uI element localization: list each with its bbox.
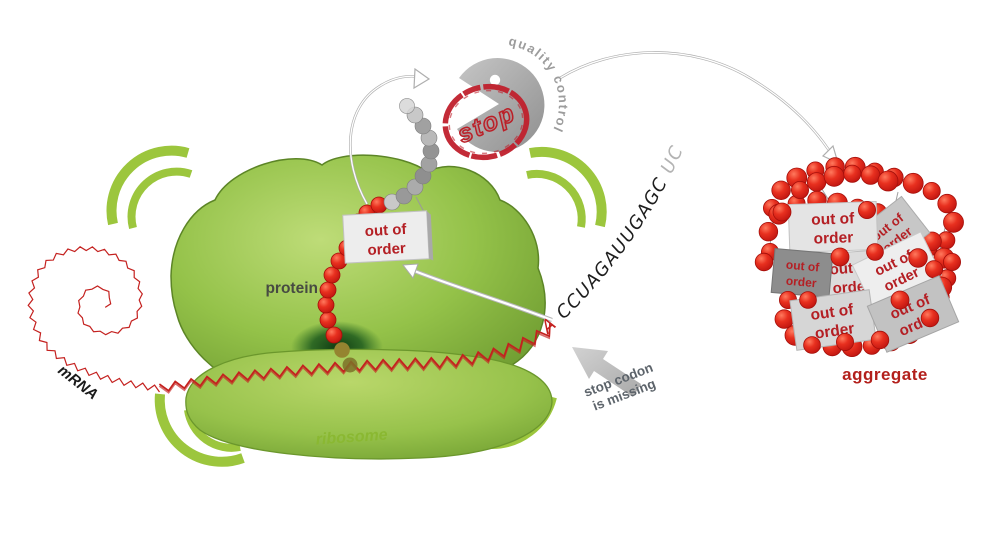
tag-card-edge bbox=[426, 210, 434, 261]
sequence-main: CCUAGAUUGAGC bbox=[552, 174, 672, 324]
aggregate-bead bbox=[771, 180, 791, 201]
aggregate-label: aggregate bbox=[842, 365, 928, 384]
aggregate-bead bbox=[877, 170, 899, 192]
stop-stamp-ring-inner bbox=[448, 89, 524, 155]
aggregate-bead bbox=[774, 309, 795, 329]
tag-card bbox=[770, 248, 834, 298]
protein-label: protein bbox=[265, 280, 318, 297]
tag-text-line1: out of bbox=[811, 210, 855, 229]
arrow-to-tag bbox=[402, 263, 553, 322]
mrna-strand bbox=[27, 246, 551, 394]
arrow-to-quality-control bbox=[349, 67, 431, 205]
aggregate-bead bbox=[943, 211, 964, 233]
tag-text-line2: order bbox=[785, 274, 817, 291]
ribosome-label: ribosome bbox=[315, 427, 388, 449]
aggregate-bead bbox=[758, 221, 779, 242]
protein-bead bbox=[342, 357, 358, 373]
arrowhead bbox=[413, 67, 431, 90]
stop-stamp-ring bbox=[442, 83, 530, 161]
arrowhead bbox=[402, 263, 419, 280]
aggregate-bead bbox=[791, 180, 810, 199]
stop-codon-arrow bbox=[572, 347, 641, 397]
aggregate-bead bbox=[937, 193, 957, 214]
aggregate-bead bbox=[922, 181, 941, 200]
aggregate-tag-4: out of order bbox=[770, 248, 834, 298]
aggregate-group: out of order out of order out of order o… bbox=[754, 156, 964, 384]
vibration-arc-top-right-outer bbox=[529, 146, 607, 228]
mrna-label: mRNA bbox=[55, 362, 102, 404]
aggregate-bead bbox=[925, 260, 944, 279]
protein-bead bbox=[319, 281, 337, 299]
aggregate-bead bbox=[860, 165, 881, 185]
protein-bead bbox=[319, 311, 337, 329]
vibration-arc-bottom-left-outer bbox=[154, 393, 245, 467]
protein-bead bbox=[323, 266, 341, 284]
mrna-spiral bbox=[27, 246, 160, 393]
vibration-arc-top-left-outer bbox=[106, 145, 190, 226]
tag-text-line1: out of bbox=[809, 301, 855, 324]
aggregate-bead bbox=[908, 248, 928, 268]
tag-card bbox=[866, 275, 960, 353]
vibration-arc-top-left-inner bbox=[127, 167, 193, 230]
aggregate-bead bbox=[843, 164, 862, 183]
nascent-gray-bead bbox=[399, 98, 415, 114]
aggregate-bead bbox=[823, 165, 845, 187]
protein-bead bbox=[334, 342, 350, 358]
arrow-to-aggregate bbox=[559, 51, 839, 165]
tag-text-line1: out of bbox=[364, 221, 407, 240]
pacman-eye bbox=[489, 74, 501, 86]
aggregate-tag-1: out of order bbox=[787, 200, 879, 254]
out-of-order-tag: out of order bbox=[342, 210, 434, 264]
protein-bead bbox=[325, 326, 343, 344]
pacman-body bbox=[457, 58, 545, 153]
tag-text-line1: out of bbox=[785, 258, 820, 275]
mrna-sequence: A CCUAGAUUGAGC UC bbox=[537, 142, 689, 339]
sequence-fading: UC bbox=[657, 142, 688, 177]
tag-text-line2: order bbox=[367, 240, 406, 259]
vibration-arc-top-right-inner bbox=[526, 169, 586, 228]
tag-string bbox=[415, 196, 425, 213]
nascent-gray-bead bbox=[395, 187, 413, 205]
aggregate-bead bbox=[902, 172, 924, 194]
protein-bead bbox=[317, 296, 335, 314]
aggregate-beads-front bbox=[754, 200, 962, 354]
aggregate-bead bbox=[806, 172, 827, 192]
tag-text-line2: order bbox=[813, 229, 853, 247]
